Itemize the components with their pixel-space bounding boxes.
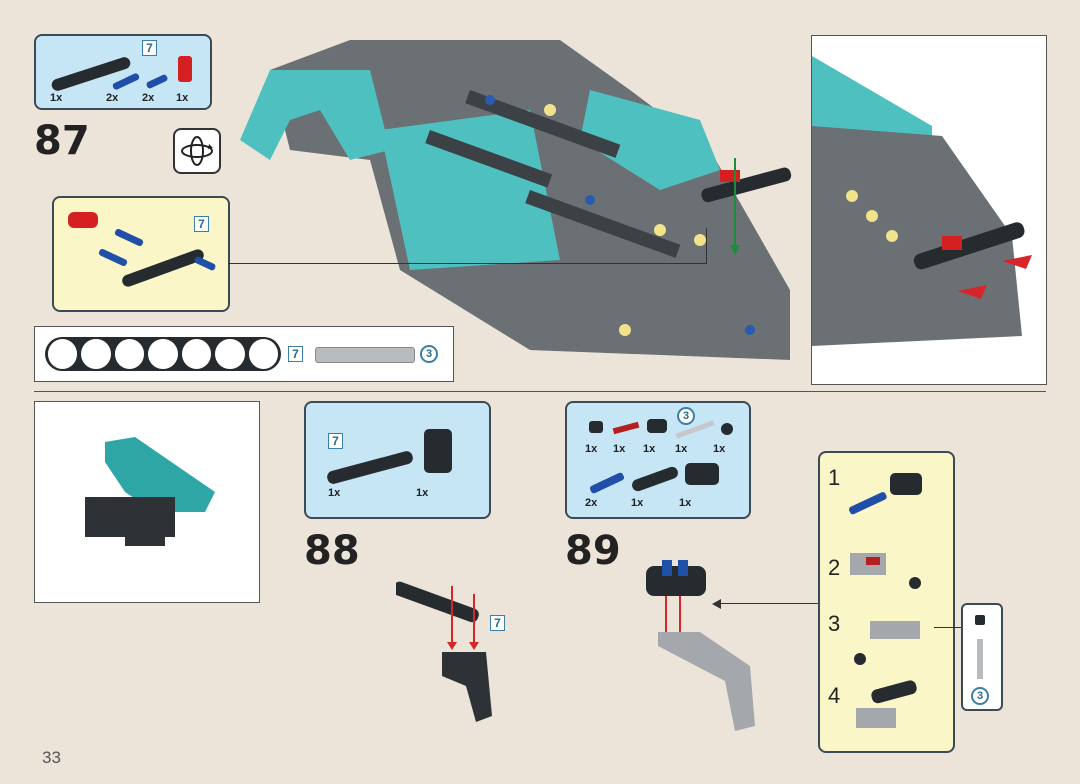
qty-label: 1x [613, 443, 626, 455]
blue-pin-part [193, 255, 217, 272]
grey-axle-part [977, 639, 983, 679]
axle-length-label: 3 [677, 407, 695, 425]
beam-length-label: 7 [490, 615, 505, 631]
beam-part [325, 449, 415, 486]
beam-length-label: 7 [288, 346, 303, 362]
bush-part [975, 615, 985, 625]
qty-label: 1x [585, 443, 598, 455]
axle-length-label: 3 [971, 687, 989, 705]
step89-assembly [646, 560, 755, 731]
beam-length-label: 7 [142, 40, 157, 56]
step-number-88: 88 [304, 528, 360, 574]
arrow-head-icon [712, 599, 721, 609]
connector-part [685, 463, 719, 485]
qty-label: 1x [50, 92, 63, 104]
callout-pointer-line [706, 228, 707, 264]
bush-part [721, 423, 733, 435]
step88-assembly [396, 581, 492, 722]
beam-part [120, 247, 206, 289]
qty-label: 1x [675, 443, 688, 455]
blue-pin-part [145, 73, 169, 90]
subassembly-preview [34, 401, 260, 603]
ruler-axle-3 [315, 347, 415, 363]
substep-illustrations [848, 473, 922, 728]
main-model-illustration [240, 40, 792, 360]
qty-label: 2x [142, 92, 155, 104]
substep-number: 1 [828, 465, 841, 490]
closeup-view [811, 35, 1047, 385]
step87-callout: 7 [52, 196, 230, 312]
substep-number: 2 [828, 555, 841, 580]
qty-label: 1x [176, 92, 189, 104]
substep-number: 3 [828, 611, 841, 636]
rotate-model-icon [173, 128, 221, 174]
red-connector-part [178, 56, 192, 82]
blue-pin-part [97, 247, 129, 268]
part [589, 421, 603, 433]
length-ruler: 7 3 [34, 326, 454, 382]
step-divider [34, 391, 1046, 392]
subassembly-arrow [720, 603, 818, 604]
part [647, 419, 667, 433]
qty-label: 1x [631, 497, 644, 509]
step89-parts-list: 3 1x 1x 1x 1x 1x 2x 1x 1x [565, 401, 751, 519]
beam-length-label: 7 [194, 216, 209, 232]
qty-label: 2x [106, 92, 119, 104]
qty-label: 1x [679, 497, 692, 509]
step89-substeps-callout: 1 2 3 4 [818, 451, 955, 753]
step-number-89: 89 [565, 528, 621, 574]
blue-pin-long-part [111, 72, 141, 91]
callout-pointer-line [228, 263, 706, 264]
qty-label: 1x [416, 487, 429, 499]
qty-label: 1x [643, 443, 656, 455]
blue-pin-part [113, 227, 145, 248]
callout-pointer-line [934, 627, 961, 628]
beam-part [630, 465, 680, 493]
step87-parts-list: 7 1x 2x 2x 1x [34, 34, 212, 110]
connector-part [424, 429, 452, 473]
substep-number: 4 [828, 683, 841, 708]
axle-assembly-callout: 3 [961, 603, 1003, 711]
qty-label: 1x [328, 487, 341, 499]
step-number-87: 87 [34, 118, 90, 164]
step88-parts-list: 7 1x 1x [304, 401, 491, 519]
qty-label: 2x [585, 497, 598, 509]
axle-length-label: 3 [420, 345, 438, 363]
blue-pin-part [588, 471, 626, 495]
ruler-beam-7 [45, 337, 281, 371]
red-connector-part [68, 212, 98, 228]
page-number: 33 [42, 748, 61, 767]
beam-length-label: 7 [328, 433, 343, 449]
red-axle-part [612, 421, 640, 435]
qty-label: 1x [713, 443, 726, 455]
